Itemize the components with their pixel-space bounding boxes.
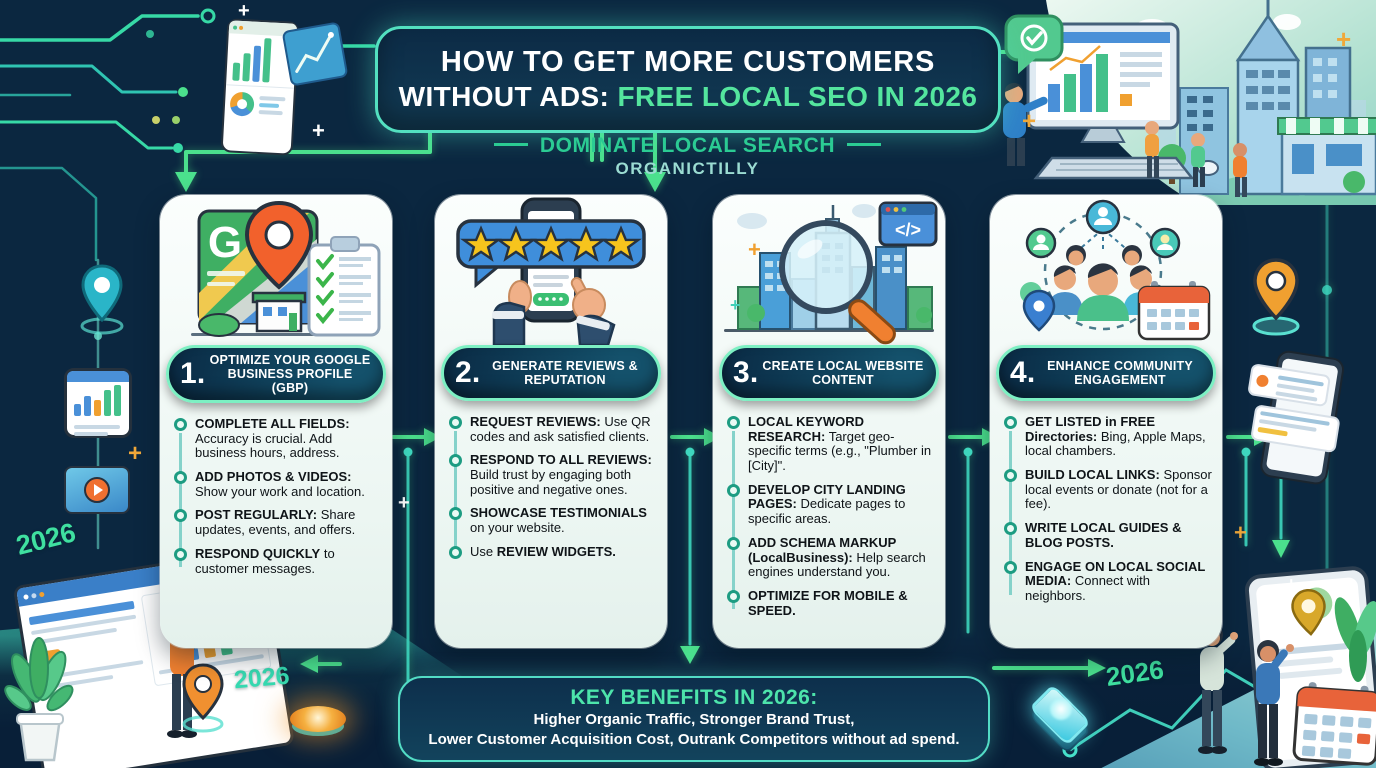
teal-map-pin-icon [80,264,124,335]
five-star-review-phone-hands-icon [435,195,667,345]
bullet-item: DEVELOP CITY LANDING PAGES: Dedicate pag… [727,482,937,527]
step-4-title: ENHANCE COMMUNITY ENGAGEMENT [1047,359,1193,387]
step-2-bullets: REQUEST REVIEWS: Use QR codes and ask sa… [435,414,667,569]
benefits-line2: Lower Customer Acquisition Cost, Outrank… [428,730,960,748]
video-player-card-icon [64,466,130,514]
bullet-dot-icon [174,547,187,561]
step-2-title: GENERATE REVIEWS & REPUTATION [492,359,638,387]
bullet-item: RESPOND TO ALL REVIEWS: Build trust by e… [449,453,659,497]
line-chart-panel-icon [282,22,348,86]
city-office-scene-icon [1003,0,1376,205]
bullet-item: ADD PHOTOS & VIDEOS: Show your work and … [174,469,384,499]
bullet-dot-icon [174,418,187,431]
bullet-dot-icon [449,545,462,559]
big-phone-bottom-right-icon [1243,564,1376,768]
potted-plant-icon [4,637,74,762]
plant-leaves-bottom-right-icon [1334,597,1376,682]
bullet-item: ADD SCHEMA MARKUP (LocalBusiness): Help … [727,535,937,580]
sparkle-plus-icon: + [128,440,143,467]
bullet-dot-icon [1004,469,1017,483]
glowing-disc-icon [290,700,346,740]
community-network-calendar-icon [990,195,1222,345]
sparkle-plus-icon: + [1234,520,1247,545]
step-1-title: OPTIMIZE YOUR GOOGLE BUSINESS PROFILE (G… [209,353,371,395]
bullet-dot-icon [727,536,740,550]
step-card-3: </> + + 3. CREATE LOCAL WEBSITE CONTENT … [713,195,945,648]
bullet-item: Use REVIEW WIDGETS. [449,544,659,560]
step-card-1: G [160,195,392,648]
google-business-profile-map-pin-checklist-icon: G [160,195,392,345]
bullet-dot-icon [449,507,462,521]
bar-chart-card-icon [64,368,132,438]
step-1-bullets: COMPLETE ALL FIELDS: Accuracy is crucial… [160,416,392,585]
sparkle-plus-icon: + [1336,24,1352,54]
step-3-bullets: LOCAL KEYWORD RESEARCH: Target geo-speci… [713,414,945,627]
bullet-item: COMPLETE ALL FIELDS: Accuracy is crucial… [174,416,384,461]
svg-text:</>: </> [895,220,921,240]
key-benefits-banner: KEY BENEFITS IN 2026: Higher Organic Tra… [398,676,990,762]
bullet-dot-icon [449,454,462,468]
bullet-dot-icon [727,416,740,429]
bullet-dot-icon [727,483,740,497]
calendar-bottom-right-icon [1292,682,1376,766]
step-4-number: 4. [1010,356,1036,390]
step-3-number: 3. [733,356,759,390]
benefits-line1: Higher Organic Traffic, Stronger Brand T… [533,711,855,728]
svg-text:+: + [730,295,741,315]
bullet-item: LOCAL KEYWORD RESEARCH: Target geo-speci… [727,414,937,474]
phone-notifications-icon [1234,345,1349,490]
bullet-item: OPTIMIZE FOR MOBILE & SPEED. [727,588,937,618]
bullet-dot-icon [1004,416,1017,429]
benefits-title: KEY BENEFITS IN 2026: [570,686,818,709]
step-3-title: CREATE LOCAL WEBSITE CONTENT [762,359,924,387]
bullet-item: WRITE LOCAL GUIDES & BLOG POSTS. [1004,520,1214,550]
step-4-header: 4. ENHANCE COMMUNITY ENGAGEMENT [996,345,1216,401]
bullet-item: GET LISTED in FREE Directories: Bing, Ap… [1004,414,1214,459]
title-accent: FREE LOCAL SEO IN 2026 [617,81,978,113]
step-1-header: 1. OPTIMIZE YOUR GOOGLE BUSINESS PROFILE… [166,345,386,403]
step-2-number: 2. [455,356,481,390]
step-4-bullets: GET LISTED in FREE Directories: Bing, Ap… [990,414,1222,613]
bullet-item: BUILD LOCAL LINKS: Sponsor local events … [1004,467,1214,512]
step-1-number: 1. [180,357,206,391]
subtitle-line1: DOMINATE LOCAL SEARCH [482,134,893,158]
subtitle: DOMINATE LOCAL SEARCH ORGANICTILLY [430,134,945,179]
year-label-bottom-left: 2026 [232,661,291,695]
sparkle-plus-icon: + [1022,108,1037,135]
orange-map-pin-right-icon [1252,258,1300,336]
subtitle-line2: ORGANICTILLY [615,159,760,178]
orange-map-pin-bottom-left-icon [182,663,224,733]
standing-man-blue-shirt-figure [1254,640,1294,766]
donut-chart-icon [229,91,255,117]
sparkle-plus-icon: + [312,118,325,143]
bullet-item: REQUEST REVIEWS: Use QR codes and ask sa… [449,414,659,444]
glowing-chip-icon [1028,680,1094,754]
sparkle-plus-icon: + [1286,574,1297,594]
title-line1: HOW TO GET MORE CUSTOMERS [440,46,936,79]
svg-text:+: + [748,237,761,262]
title-line2: WITHOUT ADS: FREE LOCAL SEO IN 2026 [398,81,978,113]
step-3-header: 3. CREATE LOCAL WEBSITE CONTENT [719,345,939,401]
bullet-dot-icon [1004,560,1017,574]
step-2-header: 2. GENERATE REVIEWS & REPUTATION [441,345,661,401]
title-banner: HOW TO GET MORE CUSTOMERS WITHOUT ADS: F… [375,26,1001,133]
city-search-magnifier-code-icon: </> + + [713,195,945,345]
step-card-2: 2. GENERATE REVIEWS & REPUTATION REQUEST… [435,195,667,648]
bullet-dot-icon [449,416,462,429]
play-icon [84,477,110,503]
standing-man-light-shirt-figure [1198,624,1238,754]
bullet-item: RESPOND QUICKLY to customer messages. [174,546,384,576]
svg-text:G: G [208,218,242,267]
bullet-item: SHOWCASE TESTIMONIALS on your website. [449,506,659,535]
bullet-dot-icon [727,589,740,603]
sparkle-plus-icon: + [238,0,250,22]
sparkle-plus-icon: + [398,492,410,514]
bullet-item: POST REGULARLY: Share updates, events, a… [174,508,384,537]
bullet-item: ENGAGE ON LOCAL SOCIAL MEDIA: Connect wi… [1004,559,1214,604]
bullet-dot-icon [174,509,187,523]
step-card-4: 4. ENHANCE COMMUNITY ENGAGEMENT GET LIST… [990,195,1222,648]
bullet-dot-icon [174,471,187,485]
bullet-dot-icon [1004,522,1017,536]
